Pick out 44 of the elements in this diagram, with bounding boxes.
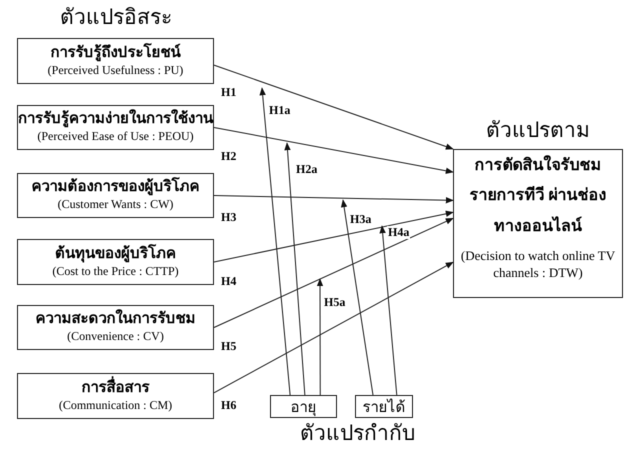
variable-name: ต้นทุนของผู้บริโภค — [55, 244, 176, 264]
variable-box — [17, 373, 214, 419]
edge-label: H5a — [323, 296, 346, 310]
variable-box — [17, 305, 214, 350]
arrow — [214, 218, 454, 328]
variable-subtitle: (Convenience : CV) — [67, 329, 164, 345]
arrow — [214, 262, 454, 394]
variable-subtitle: (Perceived Usefulness : PU) — [48, 62, 184, 78]
variable-name: การรับรู้ถึงประโยชน์ — [50, 44, 180, 63]
edge-label: H5 — [220, 340, 238, 354]
variable-name: การตัดสินใจรับชมรายการทีวี ผ่านช่องทางออนไลน์ — [468, 154, 608, 237]
arrow — [214, 210, 454, 262]
edge-label: H3a — [349, 213, 372, 226]
variable-subtitle: (Communication : CM) — [58, 398, 172, 414]
arrow — [379, 225, 398, 396]
edge-label: H1a — [268, 104, 292, 118]
variable-box — [17, 173, 214, 218]
moderator-box: รายได้ — [355, 395, 413, 418]
arrow — [284, 142, 306, 396]
edge-label: H3 — [220, 211, 238, 224]
group-heading: ตัวแปรตาม — [485, 119, 591, 142]
edge-label: H2a — [295, 163, 318, 176]
group-label: ตัวแปรกำกับ — [300, 422, 415, 446]
variable-name: การรับรู้ความง่ายในการใช้งาน — [18, 110, 213, 130]
arrow — [340, 199, 374, 396]
variable-name: ความสะดวกในการรับชม — [36, 310, 196, 330]
variable-box — [17, 105, 214, 150]
edge-label: H6 — [220, 399, 238, 412]
arrow — [259, 87, 291, 396]
variable-subtitle: (Decision to watch online TV channels : DTW) — [460, 248, 616, 282]
variable-name: การสื่อสาร — [82, 378, 150, 398]
edge-label: H4a — [387, 226, 410, 240]
variable-box — [17, 38, 214, 84]
arrow — [214, 127, 454, 174]
arrow — [214, 64, 454, 150]
variable-subtitle: (Perceived Ease of Use : PEOU) — [37, 129, 194, 145]
variable-name: ความต้องการของผู้บริโภค — [32, 178, 200, 198]
moderator-box: อายุ — [270, 395, 337, 418]
variable-subtitle: (Cost to the Price : CTTP) — [52, 264, 179, 280]
arrow — [214, 195, 454, 204]
variable-subtitle: (Customer Wants : CW) — [58, 197, 174, 213]
variable-box — [17, 239, 214, 285]
arrow — [316, 278, 324, 396]
group-label: ตัวแปรอิสระ — [60, 6, 172, 30]
